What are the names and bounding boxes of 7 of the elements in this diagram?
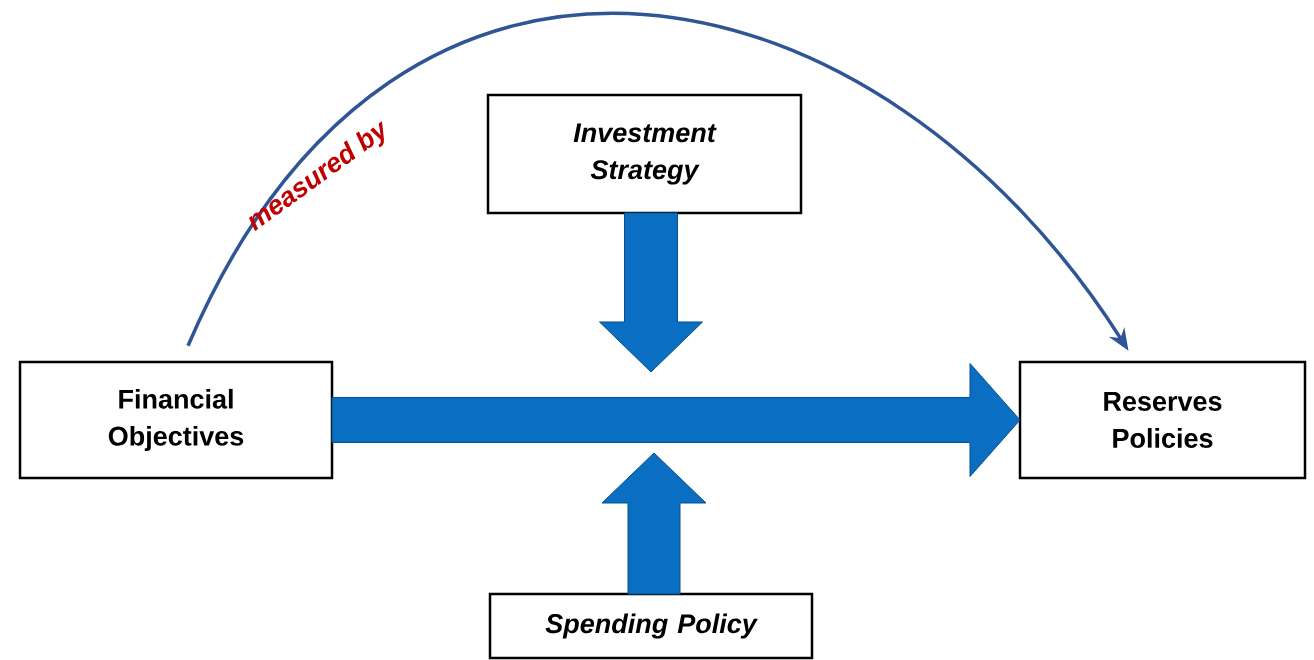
process-box: Spending Policy bbox=[488, 592, 814, 660]
process-box: Investment Strategy bbox=[486, 93, 803, 215]
process-box: Reserves Policies bbox=[1018, 360, 1307, 480]
process-box: Financial Objectives bbox=[18, 360, 334, 480]
block-arrow bbox=[601, 452, 707, 595]
block-arrow bbox=[331, 363, 1021, 477]
block-arrow bbox=[599, 212, 703, 373]
